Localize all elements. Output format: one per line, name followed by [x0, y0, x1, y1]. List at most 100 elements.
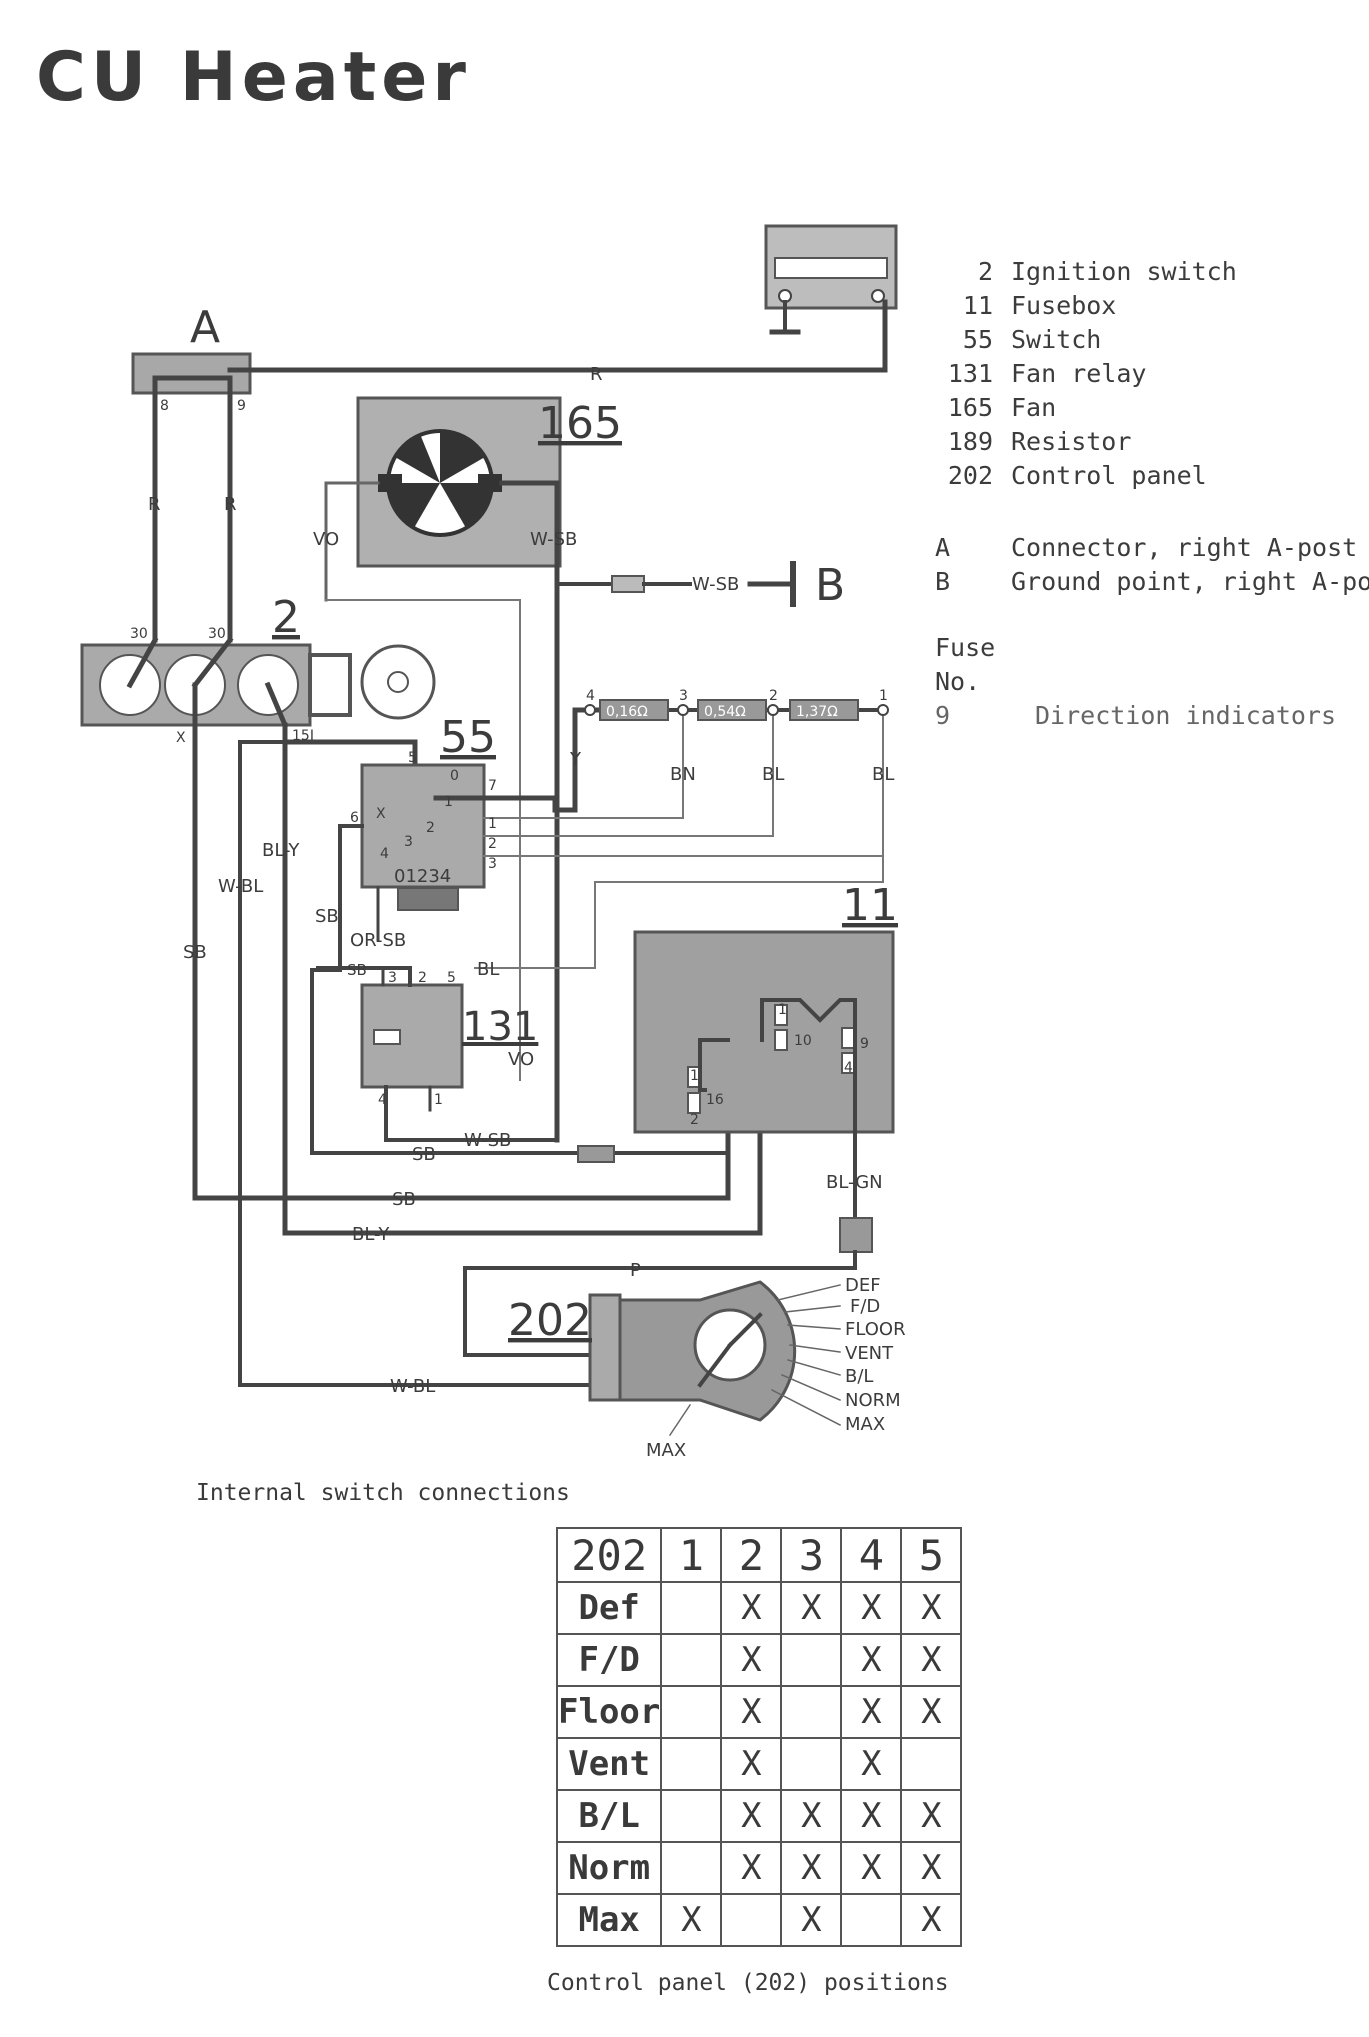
resistor-189 — [583, 699, 889, 721]
wire-bl-y: BL-Y — [262, 840, 300, 861]
table-row-label: Vent — [555, 1737, 663, 1791]
pin-sx: X — [376, 806, 386, 822]
wire-vo-bottom: VO — [508, 1049, 534, 1070]
panel-pos-norm: NORM — [845, 1390, 901, 1411]
pin-r2: 2 — [418, 970, 427, 986]
pin-f4: 4 — [844, 1060, 853, 1076]
wire-vo-top: VO — [313, 529, 339, 550]
panel-pos-max: MAX — [845, 1414, 885, 1435]
connection-mark: X — [861, 1640, 882, 1680]
table-cell — [660, 1737, 723, 1791]
connection-mark: X — [861, 1692, 882, 1732]
resistor-2-label: 0,54Ω — [704, 704, 746, 720]
table-row-label: Floor — [555, 1685, 663, 1739]
table-row-label: Norm — [555, 1841, 663, 1895]
wire-w-bl: W-BL — [218, 876, 263, 897]
pin-s7: 7 — [488, 778, 497, 794]
table-header-cell: 4 — [840, 1527, 903, 1583]
pin-s0: 0 — [450, 768, 459, 784]
resistor-terminal-4: 4 — [586, 688, 595, 704]
legend-name: Ignition switch — [1011, 257, 1237, 286]
panel-pos-def: DEF — [845, 1275, 881, 1296]
legend-name: Fusebox — [1011, 291, 1117, 320]
wire-sb-switch: SB — [315, 906, 339, 927]
table-cell — [660, 1685, 723, 1739]
pin-s4: 4 — [380, 846, 389, 862]
connection-mark: X — [741, 1848, 762, 1888]
connection-mark: X — [921, 1588, 942, 1628]
component-165-label: 165 — [538, 398, 622, 449]
fuse-heading-no: No. — [935, 667, 981, 696]
pin-x: X — [176, 730, 186, 746]
table-cell — [660, 1841, 723, 1895]
fan-relay-131 — [360, 983, 464, 1089]
connection-mark: X — [861, 1588, 882, 1628]
legend-name: Connector, right A-post — [1011, 533, 1358, 562]
panel-pos-vent: VENT — [845, 1343, 894, 1364]
pin-f1: 1 — [778, 1002, 787, 1018]
table-cell: X — [780, 1893, 843, 1947]
fuse-heading: Fuse — [935, 633, 996, 662]
table-cell: X — [900, 1841, 963, 1895]
table-cell: X — [840, 1633, 903, 1687]
wire-r-top: R — [590, 364, 603, 385]
pin-s2: 2 — [426, 820, 435, 836]
table-row-label: F/D — [555, 1633, 663, 1687]
wire-w-sb-ground: W-SB — [692, 574, 739, 595]
pin-positions: 01234 — [394, 866, 451, 887]
connection-mark: X — [921, 1900, 942, 1940]
wire-or-sb: OR-SB — [350, 930, 406, 951]
control-panel-202 — [588, 1280, 797, 1422]
table-row-label: Max — [555, 1893, 663, 1947]
wire-sb-left: SB — [183, 942, 207, 963]
pin-s3r: 3 — [488, 856, 497, 872]
legend-num: 2 — [977, 257, 993, 286]
pin-r3: 3 — [388, 970, 397, 986]
legend-num: 165 — [947, 393, 993, 422]
pin-f2: 2 — [690, 1112, 699, 1128]
table-row-label: Def — [555, 1581, 663, 1635]
table-cell: X — [900, 1581, 963, 1635]
pin-s1r: 1 — [488, 816, 497, 832]
connection-mark: X — [801, 1848, 822, 1888]
panel-pos-fd: F/D — [850, 1296, 880, 1317]
wire-bn: BN — [670, 764, 696, 785]
table-cell: X — [840, 1841, 903, 1895]
pin-s2r: 2 — [488, 836, 497, 852]
pin-f10: 10 — [794, 1033, 812, 1049]
battery — [764, 224, 898, 373]
legend-num: 55 — [962, 325, 993, 354]
legend-num: 189 — [947, 427, 993, 456]
pin-a9: 9 — [237, 398, 246, 414]
table-cell: X — [720, 1789, 783, 1843]
table-cell: X — [840, 1685, 903, 1739]
pin-s6: 6 — [350, 810, 359, 826]
wire-sb-mid: SB — [412, 1144, 436, 1165]
pin-r5: 5 — [447, 970, 456, 986]
wire-sb-low: SB — [392, 1189, 416, 1210]
wire-bl-1: BL — [762, 764, 784, 785]
wire-r-left: R — [148, 494, 161, 515]
resistor-terminal-3: 3 — [679, 688, 688, 704]
table-cell: X — [840, 1737, 903, 1791]
positions-caption: Control panel (202) positions — [547, 1970, 949, 1996]
connection-mark: X — [741, 1796, 762, 1836]
pin-a8: 8 — [160, 398, 169, 414]
connection-mark: X — [801, 1588, 822, 1628]
connection-mark: X — [801, 1900, 822, 1940]
table-header-cell: 1 — [660, 1527, 723, 1583]
wire-bl-y-bottom: BL-Y — [352, 1224, 390, 1245]
table-cell: X — [780, 1841, 843, 1895]
